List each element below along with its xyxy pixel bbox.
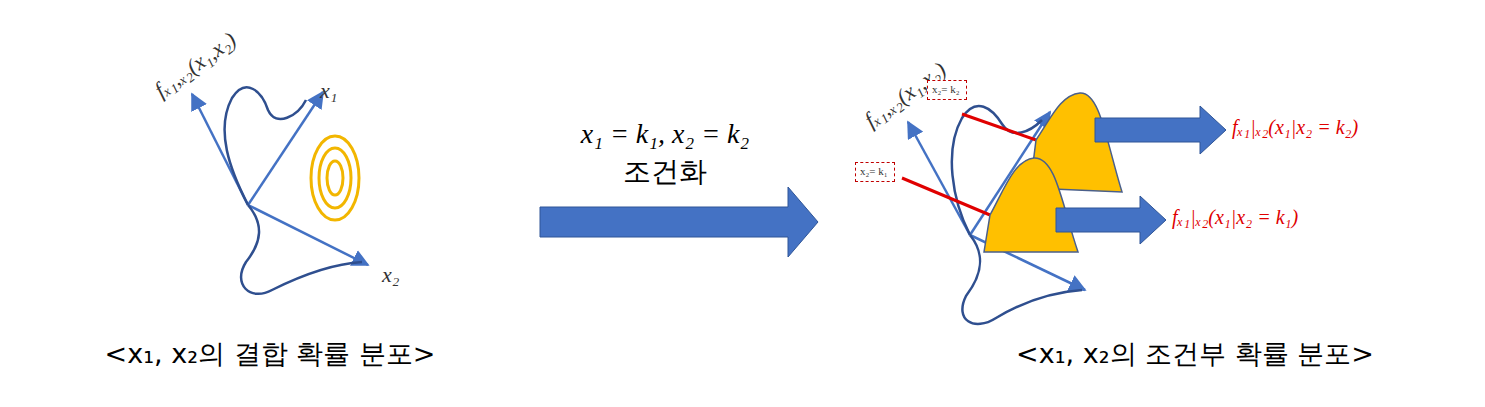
slice-tag: x₂= k₁ [855,162,895,182]
joint-plot [192,87,368,294]
pointer-arrow [1095,106,1226,154]
axis-label: x₂ [382,262,399,287]
conditional-label: fₓ₁|ₓ₂(x₁|x₂ = k₂) [1232,116,1358,139]
slice-tag: x₂= k₂ [927,80,967,100]
axis-label: fₓ₁,ₓ₂(x₁,x₂) [149,27,240,103]
f-axis [908,122,970,235]
caption: <x₁, x₂의 조건부 확률 분포> [1016,338,1374,369]
axis-label: x₁ [320,78,337,103]
caption: <x₁, x₂의 결합 확률 분포> [105,338,436,369]
contour [319,148,351,208]
pointer-arrow [1056,196,1166,244]
transform-arrow [540,187,818,257]
marginal-curve [225,87,306,205]
slice-value: x₂= k₂ [932,83,962,95]
contour [327,161,343,195]
slice-line [962,114,1036,140]
x2-axis [248,205,368,265]
slice-value: x₂= k₁ [860,165,890,177]
contour [311,136,359,220]
condition-text: x₁ = k₁, x₂ = k₂ [581,118,749,150]
slice-line [902,178,990,215]
conditional-label: fₓ₁|ₓ₂(x₁|x₂ = k₁) [1172,206,1298,229]
conditional-slice [984,158,1078,252]
condition-text: 조건화 [623,156,707,188]
